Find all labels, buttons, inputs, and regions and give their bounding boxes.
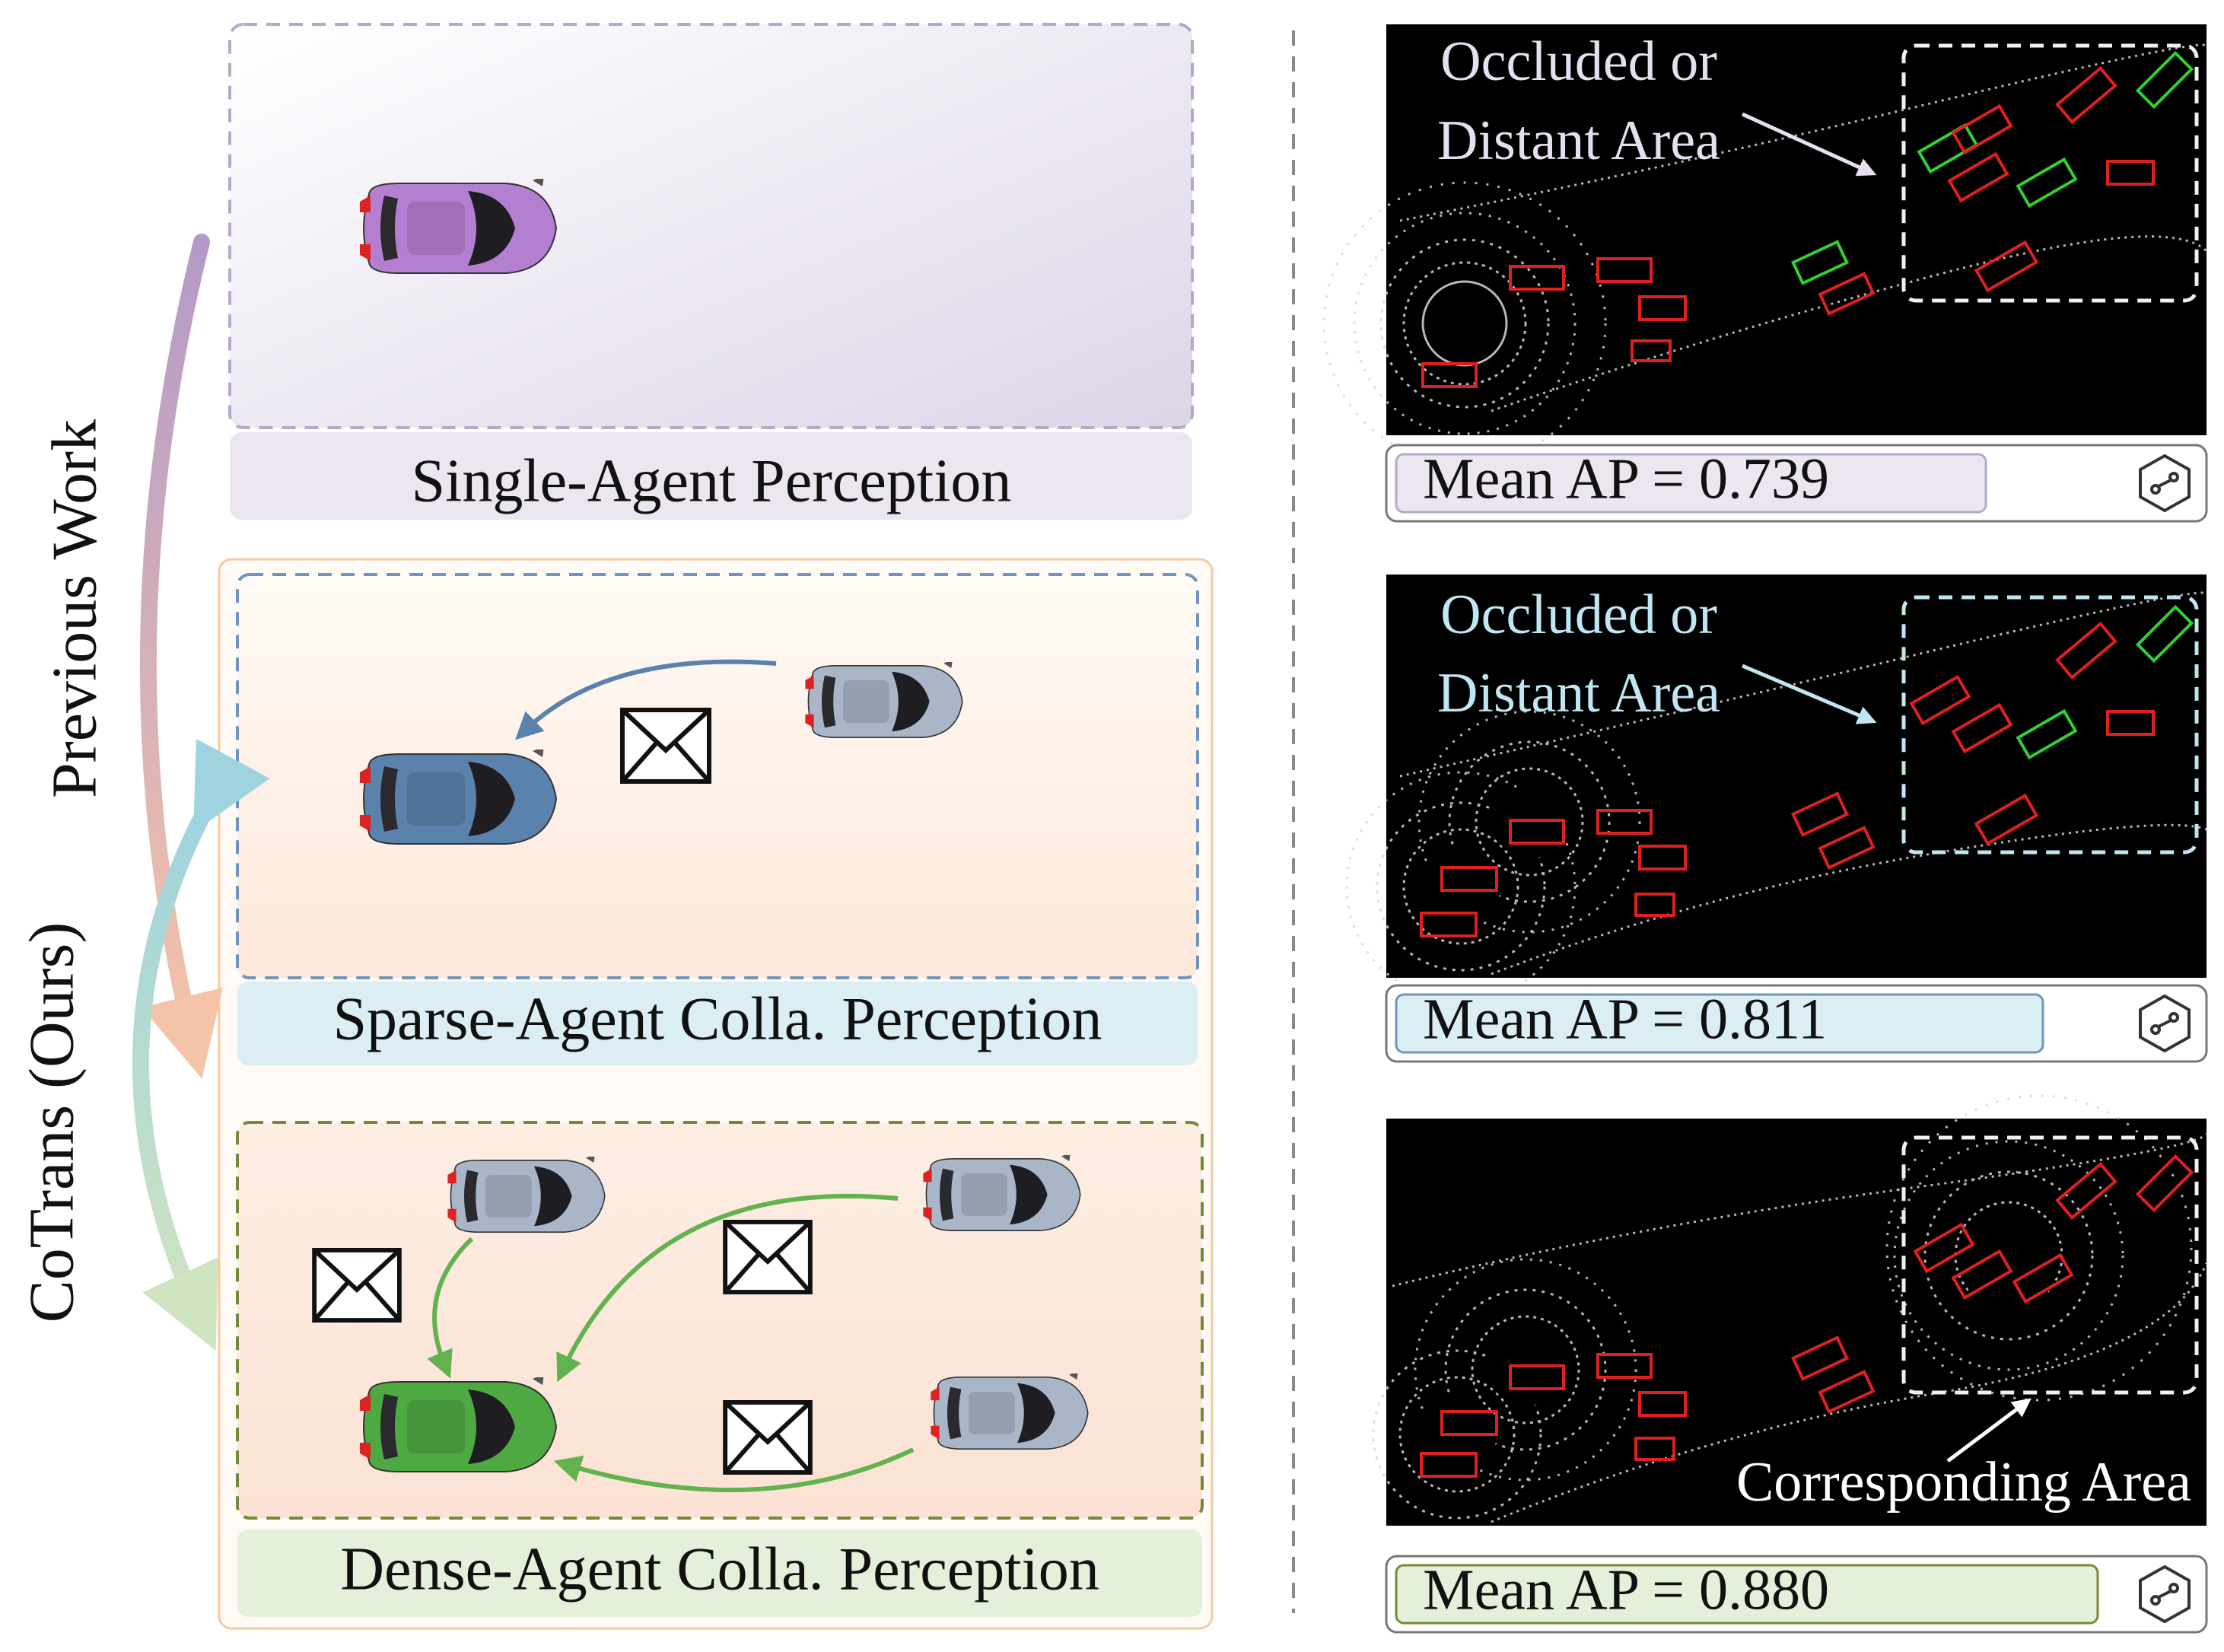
dense-ego-car [359, 1377, 557, 1472]
occluded-annotation-1-line1: Occluded or [1440, 30, 1717, 93]
lidar-panel-1: Occluded or Distant Area Mean AP = 0.739 [1322, 24, 2208, 523]
point-cloud-1 [1322, 43, 2208, 466]
detection-boxes-1 [1421, 50, 2194, 388]
dense-other-car-3 [930, 1373, 1089, 1450]
sparse-envelope-icon [622, 710, 709, 781]
detection-boxes-2 [1420, 604, 2194, 937]
single-agent-scene-box [228, 23, 1194, 429]
dense-envelope-icon-3 [725, 1402, 810, 1472]
single-agent-label: Single-Agent Perception [412, 447, 1012, 514]
sparse-agent-label-bar [237, 982, 1198, 1065]
metric-bar-2 [1395, 993, 2044, 1054]
dense-envelope-icon-2 [725, 1222, 810, 1292]
annotation-arrow-3 [1946, 1398, 2032, 1463]
occluded-annotation-1-line2: Distant Area [1437, 110, 1720, 172]
lidar-image-2 [1386, 575, 2207, 978]
metric-icon-3 [2139, 1565, 2191, 1623]
dense-message-arrow-2 [556, 1193, 899, 1383]
dense-agent-label-bar [237, 1529, 1202, 1617]
metric-icon-1 [2139, 454, 2191, 512]
sparse-ego-car [359, 750, 557, 845]
metric-value-3: Mean AP = 0.880 [1423, 1558, 1829, 1622]
detection-boxes-3 [1420, 1154, 2194, 1478]
corresponding-annotation: Corresponding Area [1736, 1451, 2191, 1514]
metric-bar-1 [1395, 453, 1987, 514]
dense-agent-section: Dense-Agent Colla. Perception [236, 1121, 1204, 1617]
lidar-panel-3: Corresponding Area Mean AP = 0.880 [1372, 1094, 2208, 1634]
sparse-other-car [804, 662, 963, 739]
lidar-image-3 [1386, 1119, 2207, 1526]
annotation-arrow-1 [1741, 112, 1877, 177]
metric-value-1: Mean AP = 0.739 [1423, 447, 1829, 511]
annotation-arrow-2 [1742, 664, 1877, 724]
dense-envelope-icon-1 [314, 1250, 399, 1320]
metric-icon-2 [2139, 995, 2191, 1052]
occluded-region-2 [1901, 595, 2199, 855]
occluded-annotation-2-line1: Occluded or [1440, 584, 1717, 646]
cotrans-label: CoTrans (Ours) [16, 922, 87, 1323]
dense-message-arrow-3 [553, 1447, 915, 1493]
cotrans-arrow [132, 738, 270, 1351]
single-agent-section: Single-Agent Perception [228, 23, 1194, 520]
metric-bar-3 [1395, 1564, 2099, 1625]
dense-other-car-2 [922, 1155, 1081, 1232]
corresponding-region [1901, 1135, 2199, 1395]
single-agent-label-bar [230, 432, 1192, 520]
occluded-region-1 [1901, 43, 2199, 303]
occluded-annotation-2-line2: Distant Area [1437, 662, 1720, 724]
metric-value-2: Mean AP = 0.811 [1423, 987, 1827, 1051]
dense-message-arrow-1 [427, 1237, 474, 1379]
single-ego-car [359, 179, 557, 274]
previous-work-label: Previous Work [39, 419, 110, 798]
sparse-agent-section: Sparse-Agent Colla. Perception [236, 573, 1199, 1065]
dense-other-car-1 [447, 1157, 606, 1233]
lidar-panel-2: Occluded or Distant Area Mean AP = 0.811 [1345, 575, 2208, 1063]
dense-agent-label: Dense-Agent Colla. Perception [340, 1536, 1099, 1603]
sparse-message-arrow [514, 659, 777, 740]
sparse-agent-label: Sparse-Agent Colla. Perception [333, 985, 1102, 1052]
